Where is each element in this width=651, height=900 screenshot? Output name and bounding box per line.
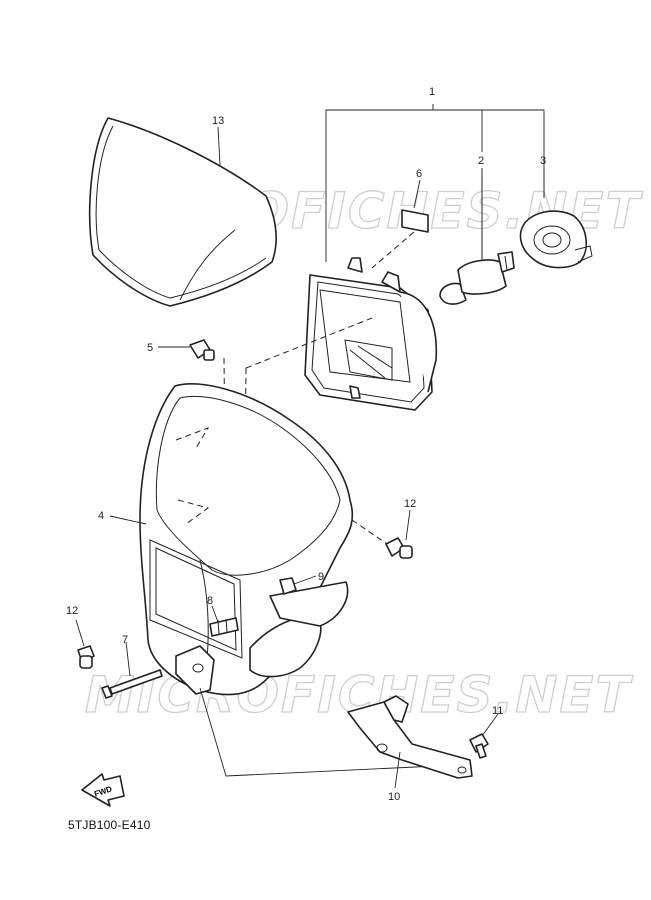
callout-6: 6 <box>416 168 422 180</box>
callout-12-left: 12 <box>66 605 78 617</box>
headlight-cowl-part <box>139 382 354 696</box>
fwd-arrow-icon: FWD <box>81 773 125 807</box>
stay-bracket-part <box>347 695 473 779</box>
callout-2: 2 <box>478 155 484 167</box>
callout-12-right: 12 <box>404 498 416 510</box>
callout-7: 7 <box>122 634 128 646</box>
callout-leaders <box>75 126 499 789</box>
bolt-12-right-part <box>385 537 413 559</box>
bolt-12-left-part <box>77 645 95 669</box>
callout-1: 1 <box>429 86 435 98</box>
callout-3: 3 <box>540 155 546 167</box>
callout-11: 11 <box>492 705 503 717</box>
headlight-unit-part <box>304 257 438 411</box>
grommet-part <box>209 617 239 637</box>
long-bolt-part <box>101 669 163 699</box>
socket-part <box>519 210 593 269</box>
callout-5: 5 <box>147 342 153 354</box>
callout-8: 8 <box>207 595 213 607</box>
lower-bracket-part <box>175 645 437 777</box>
windscreen-part <box>88 117 278 307</box>
callout-10: 10 <box>388 791 400 803</box>
diagram-code: 5TJB100-E410 <box>68 818 151 832</box>
bolt-11-part <box>469 733 489 759</box>
bulb-part <box>439 251 515 305</box>
callout-13: 13 <box>212 115 224 127</box>
callout-4: 4 <box>98 510 104 522</box>
bolt-5-part <box>189 339 215 361</box>
clip-part <box>279 577 297 595</box>
label-sticker-part <box>401 209 429 233</box>
callout-9: 9 <box>318 571 324 583</box>
